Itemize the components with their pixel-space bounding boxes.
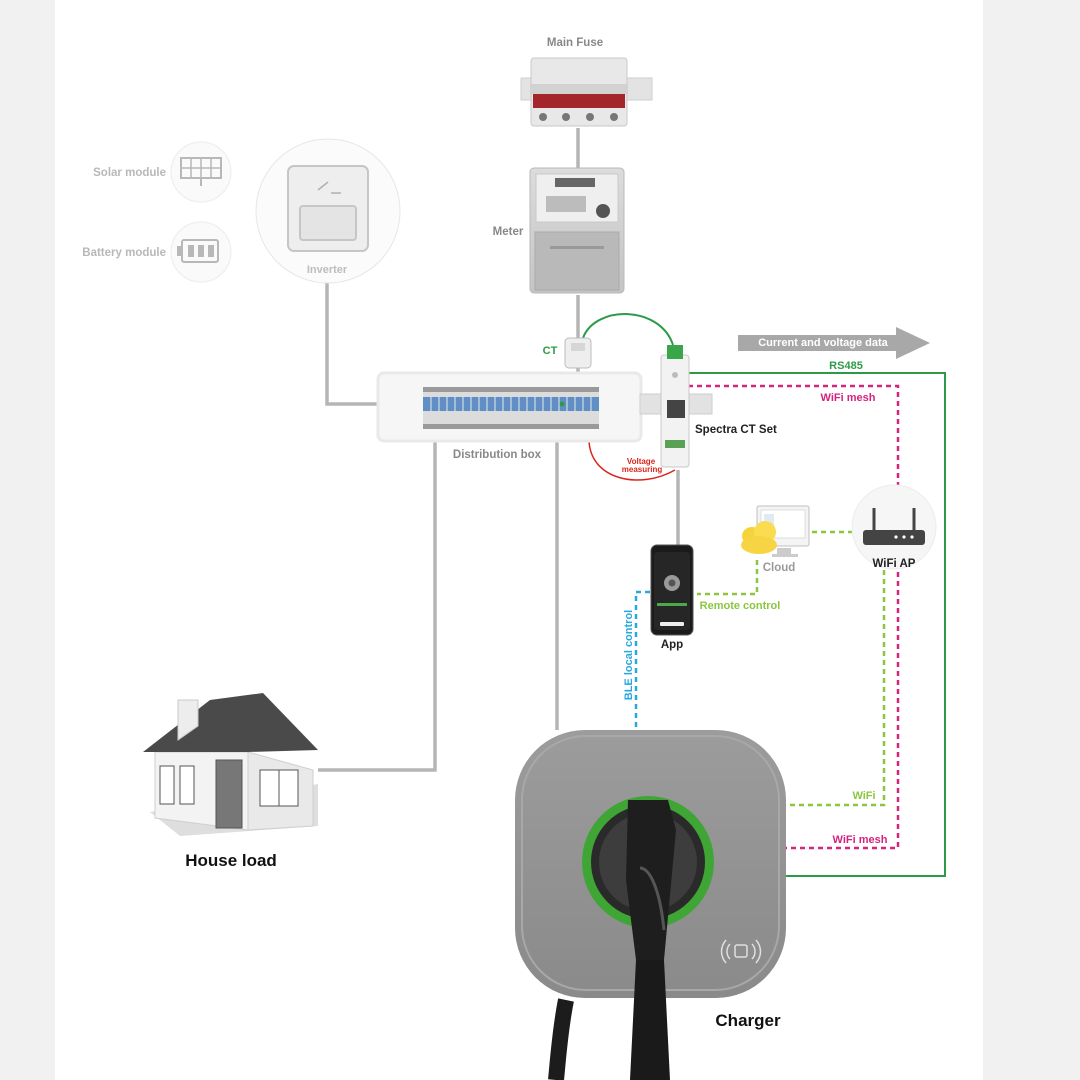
voltage-measuring-wire [588, 439, 676, 481]
main-fuse [520, 57, 653, 127]
remote-control-line [697, 560, 759, 596]
data-arrow-label: Current and voltage data [758, 337, 888, 349]
ct-wire [582, 313, 674, 346]
wifi-label: WiFi [852, 790, 875, 802]
cloud-laptop-icon [741, 505, 810, 557]
wifi-mesh-top-label: WiFi mesh [821, 392, 876, 404]
wifi-line [784, 570, 886, 807]
spectra-ct-set [639, 345, 713, 468]
main-fuse-label: Main Fuse [547, 37, 603, 49]
rs485-label: RS485 [829, 360, 863, 372]
rs485-line [688, 372, 946, 877]
distribution-box [376, 371, 643, 443]
rfid-icon [720, 939, 762, 964]
remote-control-label: Remote control [700, 600, 781, 612]
app-phone [650, 544, 694, 636]
distribution-box-label: Distribution box [453, 449, 542, 461]
power-wires [318, 128, 680, 772]
spectra-ct-set-label: Spectra CT Set [695, 424, 777, 436]
ct-clamp [564, 337, 592, 369]
voltage-measuring-label-1: Voltage [627, 457, 656, 466]
charger-label: Charger [715, 1011, 781, 1030]
house-load-label: House load [185, 851, 277, 870]
inverter-label: Inverter [307, 264, 348, 276]
inverter-icon [255, 138, 401, 284]
house-icon [143, 693, 318, 836]
solar-module-label: Solar module [93, 167, 166, 179]
meter-label: Meter [493, 226, 524, 238]
ct-label: CT [543, 345, 558, 357]
battery-module-icon [170, 221, 232, 283]
charger [515, 730, 786, 1080]
meter [529, 167, 625, 294]
battery-module-label: Battery module [82, 247, 166, 259]
data-arrow [738, 327, 930, 359]
ble-line [634, 590, 650, 735]
voltage-measuring-label-2: measuring [622, 465, 663, 474]
app-label: App [661, 639, 683, 651]
solar-module-icon [170, 141, 232, 203]
wifi-mesh-line [688, 384, 900, 850]
wifi-mesh-bottom-label: WiFi mesh [833, 834, 888, 846]
ble-local-control-label: BLE local control [623, 610, 635, 700]
cloud-label: Cloud [763, 562, 796, 574]
wifi-ap-icon [851, 484, 937, 570]
wifi-ap-label: WiFi AP [873, 558, 916, 570]
